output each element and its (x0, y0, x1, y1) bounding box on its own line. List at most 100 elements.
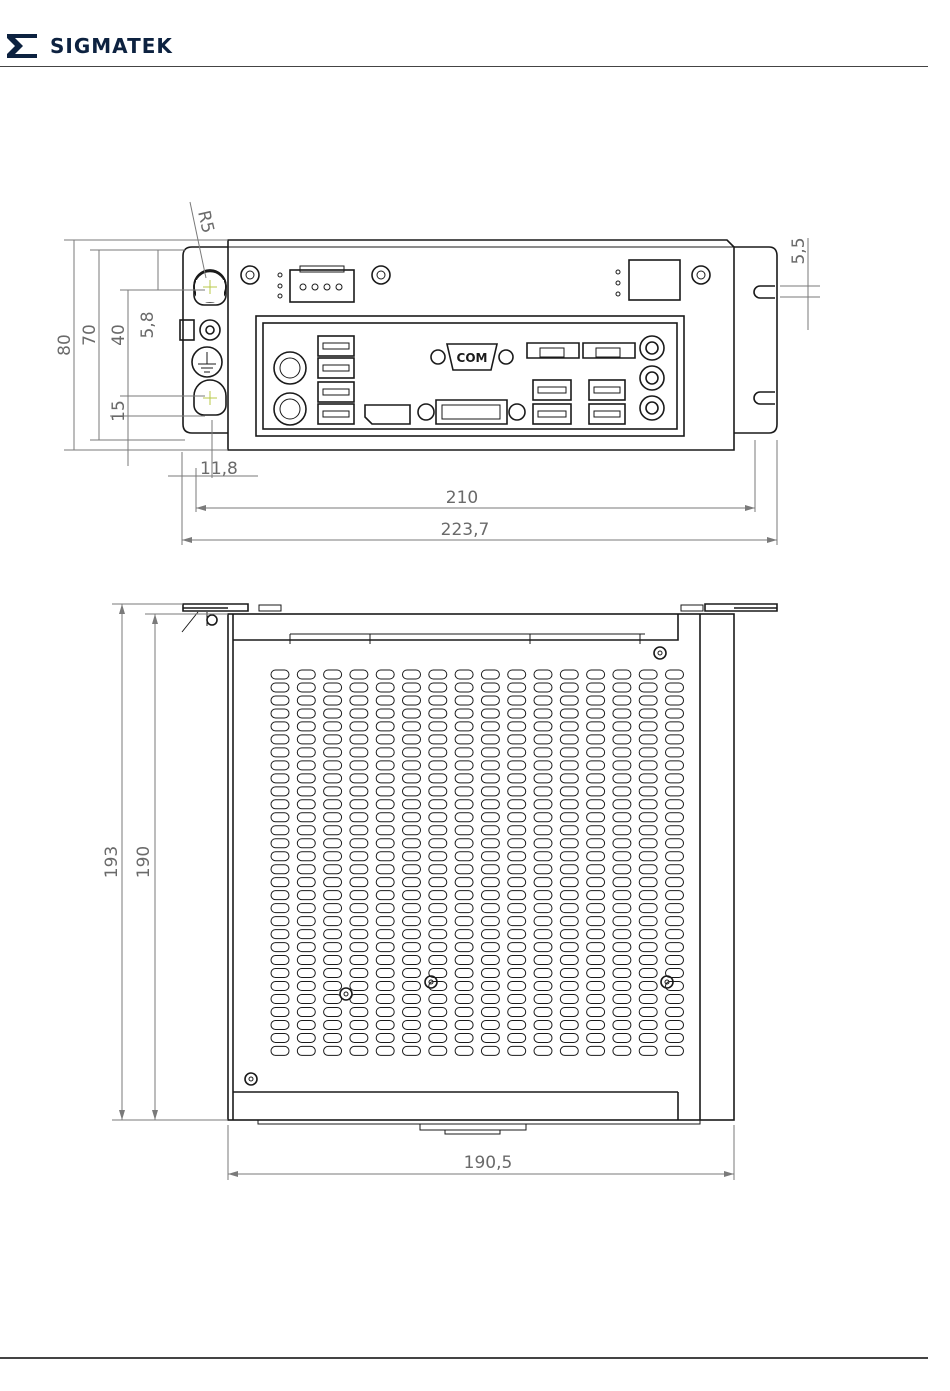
vent-slot (297, 1020, 315, 1029)
vent-slot (508, 865, 526, 874)
mounting-hole-top (194, 270, 226, 305)
vent-slot (666, 852, 684, 861)
vent-slot (587, 709, 605, 718)
vent-slot (403, 774, 421, 783)
vent-slot (455, 774, 473, 783)
vent-slot (324, 917, 342, 926)
vent-slot (666, 696, 684, 705)
vent-slot (481, 865, 499, 874)
vent-slot (376, 670, 394, 679)
vent-slot (613, 748, 631, 757)
vent-slot (376, 917, 394, 926)
vent-slot (297, 748, 315, 757)
vent-slot (666, 956, 684, 965)
vent-slot (534, 1007, 552, 1016)
vent-slot (271, 865, 289, 874)
vent-slot (350, 969, 368, 978)
usb-ports-left (318, 336, 354, 424)
vent-slot (666, 722, 684, 731)
vent-slot (297, 930, 315, 939)
vent-slot (271, 917, 289, 926)
vent-slot (508, 722, 526, 731)
vent-slot (350, 1007, 368, 1016)
vent-slot (350, 878, 368, 887)
vent-slot (587, 865, 605, 874)
vent-slot (376, 1033, 394, 1042)
vent-slot (508, 683, 526, 692)
vent-slot (613, 761, 631, 770)
vent-slot (271, 956, 289, 965)
vent-slot (376, 1020, 394, 1029)
vent-slot (560, 1033, 578, 1042)
vent-slot (666, 709, 684, 718)
vent-slot (613, 1033, 631, 1042)
vent-slot (587, 722, 605, 731)
vent-slot (613, 930, 631, 939)
vent-slot (455, 722, 473, 731)
vent-slot (403, 930, 421, 939)
vent-slot (481, 761, 499, 770)
vent-slot (639, 800, 657, 809)
vent-slot (666, 891, 684, 900)
vent-slot (481, 995, 499, 1004)
vent-slot (560, 865, 578, 874)
vent-slot (666, 995, 684, 1004)
vent-slot (429, 930, 447, 939)
vent-slot (376, 800, 394, 809)
vent-slot (508, 930, 526, 939)
vent-slot (666, 787, 684, 796)
vent-slot (403, 800, 421, 809)
vent-slot (429, 1007, 447, 1016)
vent-slot (508, 800, 526, 809)
vent-slot (613, 813, 631, 822)
vent-slot (403, 787, 421, 796)
vent-slot (613, 995, 631, 1004)
vent-slot (297, 761, 315, 770)
vent-slot (508, 917, 526, 926)
vent-slot (429, 917, 447, 926)
vent-slot (508, 1020, 526, 1029)
vent-slot (639, 852, 657, 861)
vent-slot (297, 904, 315, 913)
vent-slot (508, 709, 526, 718)
vent-slot (481, 982, 499, 991)
vent-slot (429, 956, 447, 965)
vent-slot (639, 891, 657, 900)
vent-slot (613, 1007, 631, 1016)
vent-slot (297, 800, 315, 809)
vent-slot (613, 1046, 631, 1055)
vent-slot (508, 1046, 526, 1055)
vent-slot (639, 774, 657, 783)
vent-slot (455, 852, 473, 861)
vent-slot (587, 748, 605, 757)
vent-slot (324, 774, 342, 783)
vent-slot (666, 800, 684, 809)
com-label: COM (457, 351, 488, 365)
vent-slot (455, 1033, 473, 1042)
vent-slot (639, 696, 657, 705)
vent-slot (639, 1020, 657, 1029)
vent-slot (271, 943, 289, 952)
vent-slot (271, 995, 289, 1004)
vent-slot (455, 956, 473, 965)
vent-slot (324, 813, 342, 822)
vent-slot (271, 930, 289, 939)
vent-slot (613, 865, 631, 874)
vent-slot (403, 813, 421, 822)
vent-slot (587, 696, 605, 705)
vent-slot (271, 722, 289, 731)
vent-slot (560, 800, 578, 809)
dim-offset-5-5: 5,5 (789, 237, 809, 264)
vent-slot (481, 1033, 499, 1042)
vent-slot (560, 839, 578, 848)
vent-slot (481, 709, 499, 718)
vent-slot (560, 956, 578, 965)
vent-slot (429, 683, 447, 692)
vent-slot (639, 683, 657, 692)
vent-slot (613, 826, 631, 835)
vent-slot (324, 1007, 342, 1016)
vent-slot (324, 670, 342, 679)
vent-slot (376, 1046, 394, 1055)
vent-slot (376, 839, 394, 848)
dim-depth-193: 193 (102, 846, 122, 878)
